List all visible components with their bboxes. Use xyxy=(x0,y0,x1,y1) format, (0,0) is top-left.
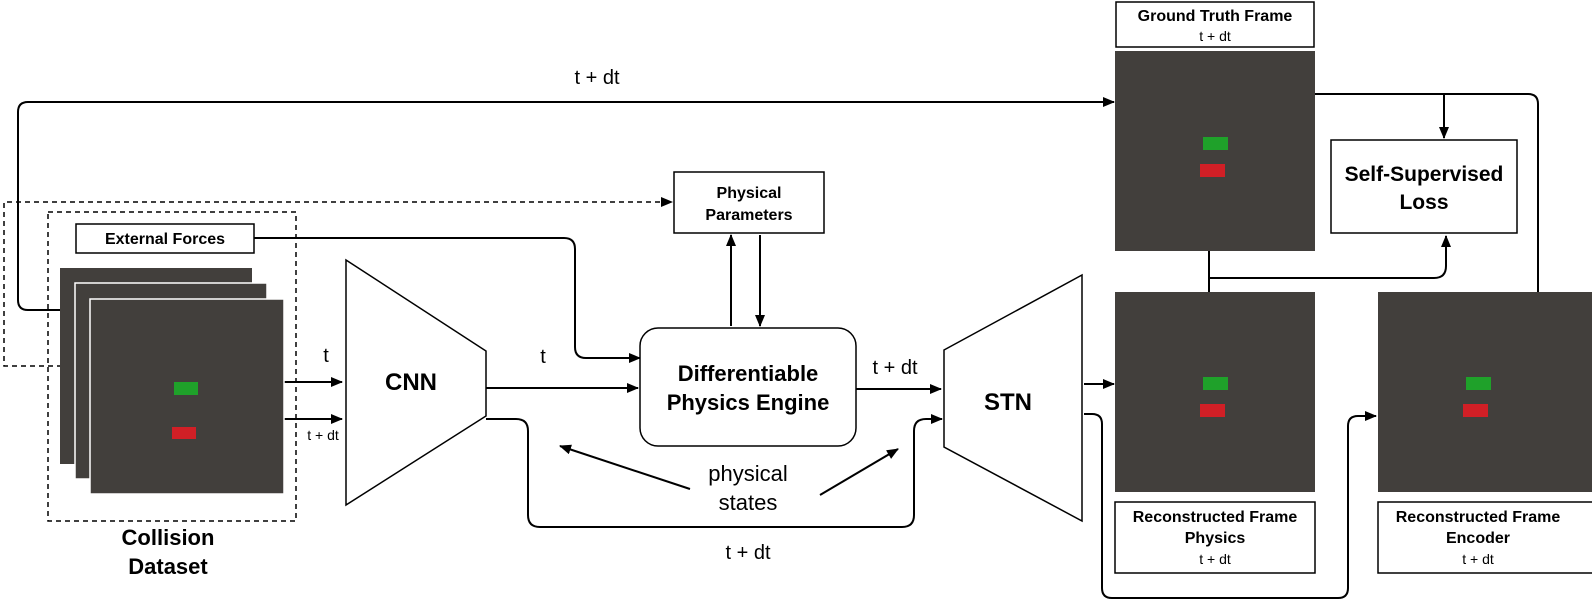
loss-line2: Loss xyxy=(1399,191,1448,214)
recon-encoder-time: t + dt xyxy=(1462,551,1494,567)
physical-parameters-box xyxy=(673,171,825,234)
physical-states-line1: physical xyxy=(708,461,787,486)
red-object xyxy=(172,427,196,439)
green-object xyxy=(1466,377,1491,390)
green-object xyxy=(1203,377,1228,390)
external-forces-box xyxy=(75,223,255,254)
recon-encoder-frame xyxy=(1378,292,1592,492)
cnn-out-t-label: t xyxy=(540,346,546,368)
external-forces-label: External Forces xyxy=(105,231,225,248)
physics-engine-line2: Physics Engine xyxy=(667,390,830,415)
recon-physics-line2: Physics xyxy=(1185,530,1246,547)
ground-truth-frame xyxy=(1115,51,1315,251)
cnn-trapezoid xyxy=(345,258,487,507)
red-object xyxy=(1200,404,1225,417)
dataset-frame-front xyxy=(89,298,285,495)
physics-engine-box xyxy=(639,327,857,447)
dataset-title-line1: Collision xyxy=(122,525,215,550)
dataset-out-t-label: t xyxy=(323,345,329,367)
ground-truth-title: Ground Truth Frame xyxy=(1138,8,1293,25)
external-forces-arrow xyxy=(254,237,641,363)
physics-engine-line1: Differentiable xyxy=(678,361,819,386)
dashed-connector-to-parameters xyxy=(3,197,673,367)
dataset-out-tdt-label: t + dt xyxy=(307,427,339,443)
physical-states-line2: states xyxy=(719,490,778,515)
cnn-label: CNN xyxy=(385,369,437,396)
physical-parameters-line2: Parameters xyxy=(705,207,792,224)
stn-label: STN xyxy=(984,389,1032,416)
physics-engine-out-label: t + dt xyxy=(872,357,917,379)
red-object xyxy=(1200,164,1225,177)
physics-to-loss-arrow xyxy=(1208,236,1446,292)
top-path-arrow xyxy=(17,97,1115,311)
recon-encoder-label-box xyxy=(1377,501,1592,574)
stn-trapezoid xyxy=(943,273,1083,523)
loss-line1: Self-Supervised xyxy=(1345,163,1504,186)
green-object xyxy=(1203,137,1228,150)
recon-encoder-line1: Reconstructed Frame xyxy=(1396,509,1561,526)
green-object xyxy=(174,382,198,395)
recon-physics-frame xyxy=(1115,292,1315,492)
recon-physics-frame-bg xyxy=(1115,292,1315,492)
recon-physics-line1: Reconstructed Frame xyxy=(1133,509,1298,526)
ground-truth-time: t + dt xyxy=(1199,28,1231,44)
dataset-title-line2: Dataset xyxy=(128,554,208,579)
loss-box xyxy=(1330,139,1518,234)
encoder-to-loss-line xyxy=(1314,93,1539,292)
states-pointer-right xyxy=(819,448,899,496)
cnn-to-stn-bottom-arrow xyxy=(486,414,943,528)
recon-physics-time: t + dt xyxy=(1199,551,1231,567)
ground-truth-label-box xyxy=(1115,1,1315,48)
states-pointer-left xyxy=(559,444,691,490)
dataset-frame-stack xyxy=(60,268,285,495)
recon-encoder-line2: Encoder xyxy=(1446,530,1510,547)
bottom-path-label: t + dt xyxy=(725,542,770,564)
recon-physics-label-box xyxy=(1114,501,1316,574)
top-path-label: t + dt xyxy=(574,67,619,89)
recon-encoder-frame-bg xyxy=(1378,292,1592,492)
stn-to-recon-encoder-arrow xyxy=(1084,411,1377,599)
red-object xyxy=(1463,404,1488,417)
physical-parameters-line1: Physical xyxy=(717,185,782,202)
ground-truth-frame-bg xyxy=(1115,51,1315,251)
